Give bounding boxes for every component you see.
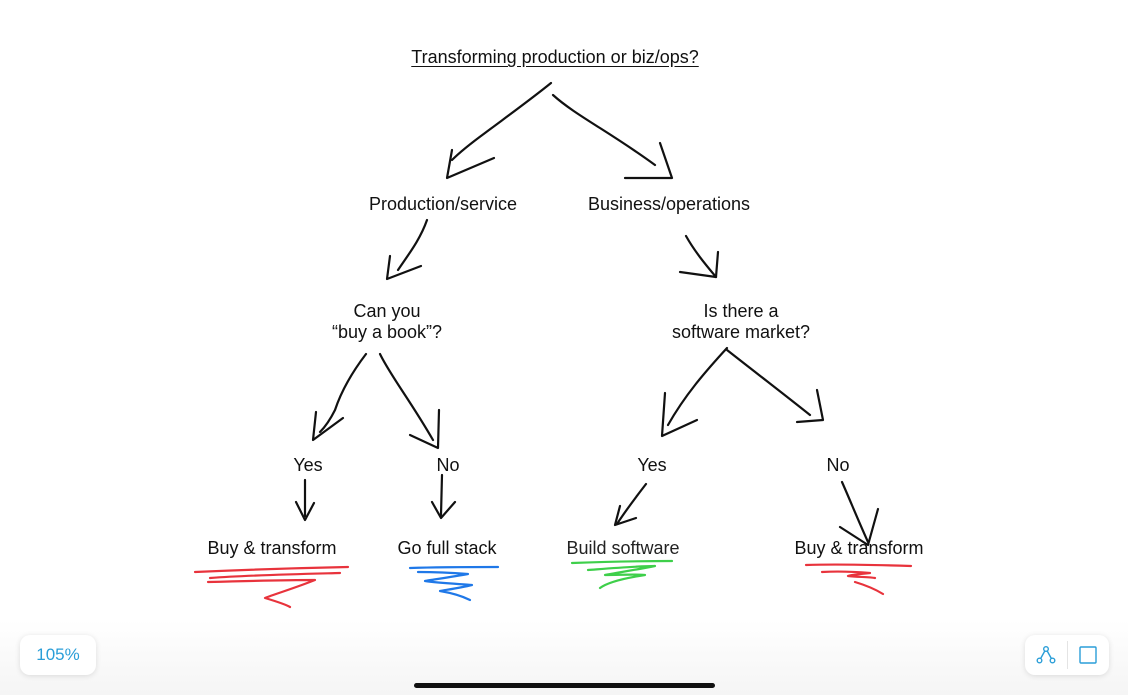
arrowhead [660,391,699,438]
home-indicator[interactable] [414,683,715,688]
node-production-service: Production/service [368,194,518,214]
arrow-business-to-market [684,234,718,279]
arrowhead [385,254,423,281]
outcome-go-full-stack: Go full stack [397,538,497,558]
arrow-market-to-yes [666,346,729,427]
node-yes-left: Yes [293,455,323,475]
frame-button[interactable] [1067,635,1109,675]
node-can-you-line1: Can you [353,301,421,321]
node-can-you-line2: “buy a book”? [331,322,443,342]
outcome-buy-transform-left: Buy & transform [207,538,337,558]
green-scribble [570,559,674,590]
blue-scribble [408,565,500,602]
arrow-market-to-no [725,348,812,417]
node-yes-right: Yes [637,455,667,475]
arrow-no-to-buy [840,480,870,544]
shapes-connector-button[interactable] [1025,635,1067,675]
shapes-connector-icon [1036,646,1056,664]
arrow-canyou-to-no [378,352,435,442]
arrowhead [430,500,457,520]
arrowhead [795,388,825,424]
arrowhead [623,141,674,180]
zoom-level-button[interactable]: 105% [20,635,96,675]
arrowhead [678,250,720,279]
arrow-production-to-canyou [396,218,429,272]
toolbar-divider [1066,641,1068,669]
frame-icon [1079,646,1097,664]
node-no-left: No [436,455,460,475]
arrow-title-to-production [450,81,553,162]
outcome-build-software: Build software [566,538,680,558]
arrow-yes-to-build [615,482,648,526]
arrowhead [445,148,496,180]
arrow-no-to-fullstack [439,473,444,517]
node-market-line2: software market? [671,322,811,342]
arrow-title-to-business [551,93,657,167]
diagram-title: Transforming production or biz/ops? [411,47,699,67]
arrowhead [408,408,441,450]
red-scribble-left [193,565,350,609]
node-no-right: No [826,455,850,475]
red-scribble-right [804,563,913,596]
node-business-operations: Business/operations [587,194,751,214]
arrowhead [613,504,638,527]
arrowhead [838,507,880,547]
canvas-toolbar [1025,635,1109,675]
arrowhead [311,410,345,442]
outcome-buy-transform-right: Buy & transform [794,538,924,558]
arrow-canyou-to-yes [318,352,368,434]
node-market-line1: Is there a [703,301,779,321]
arrowhead [294,500,316,522]
